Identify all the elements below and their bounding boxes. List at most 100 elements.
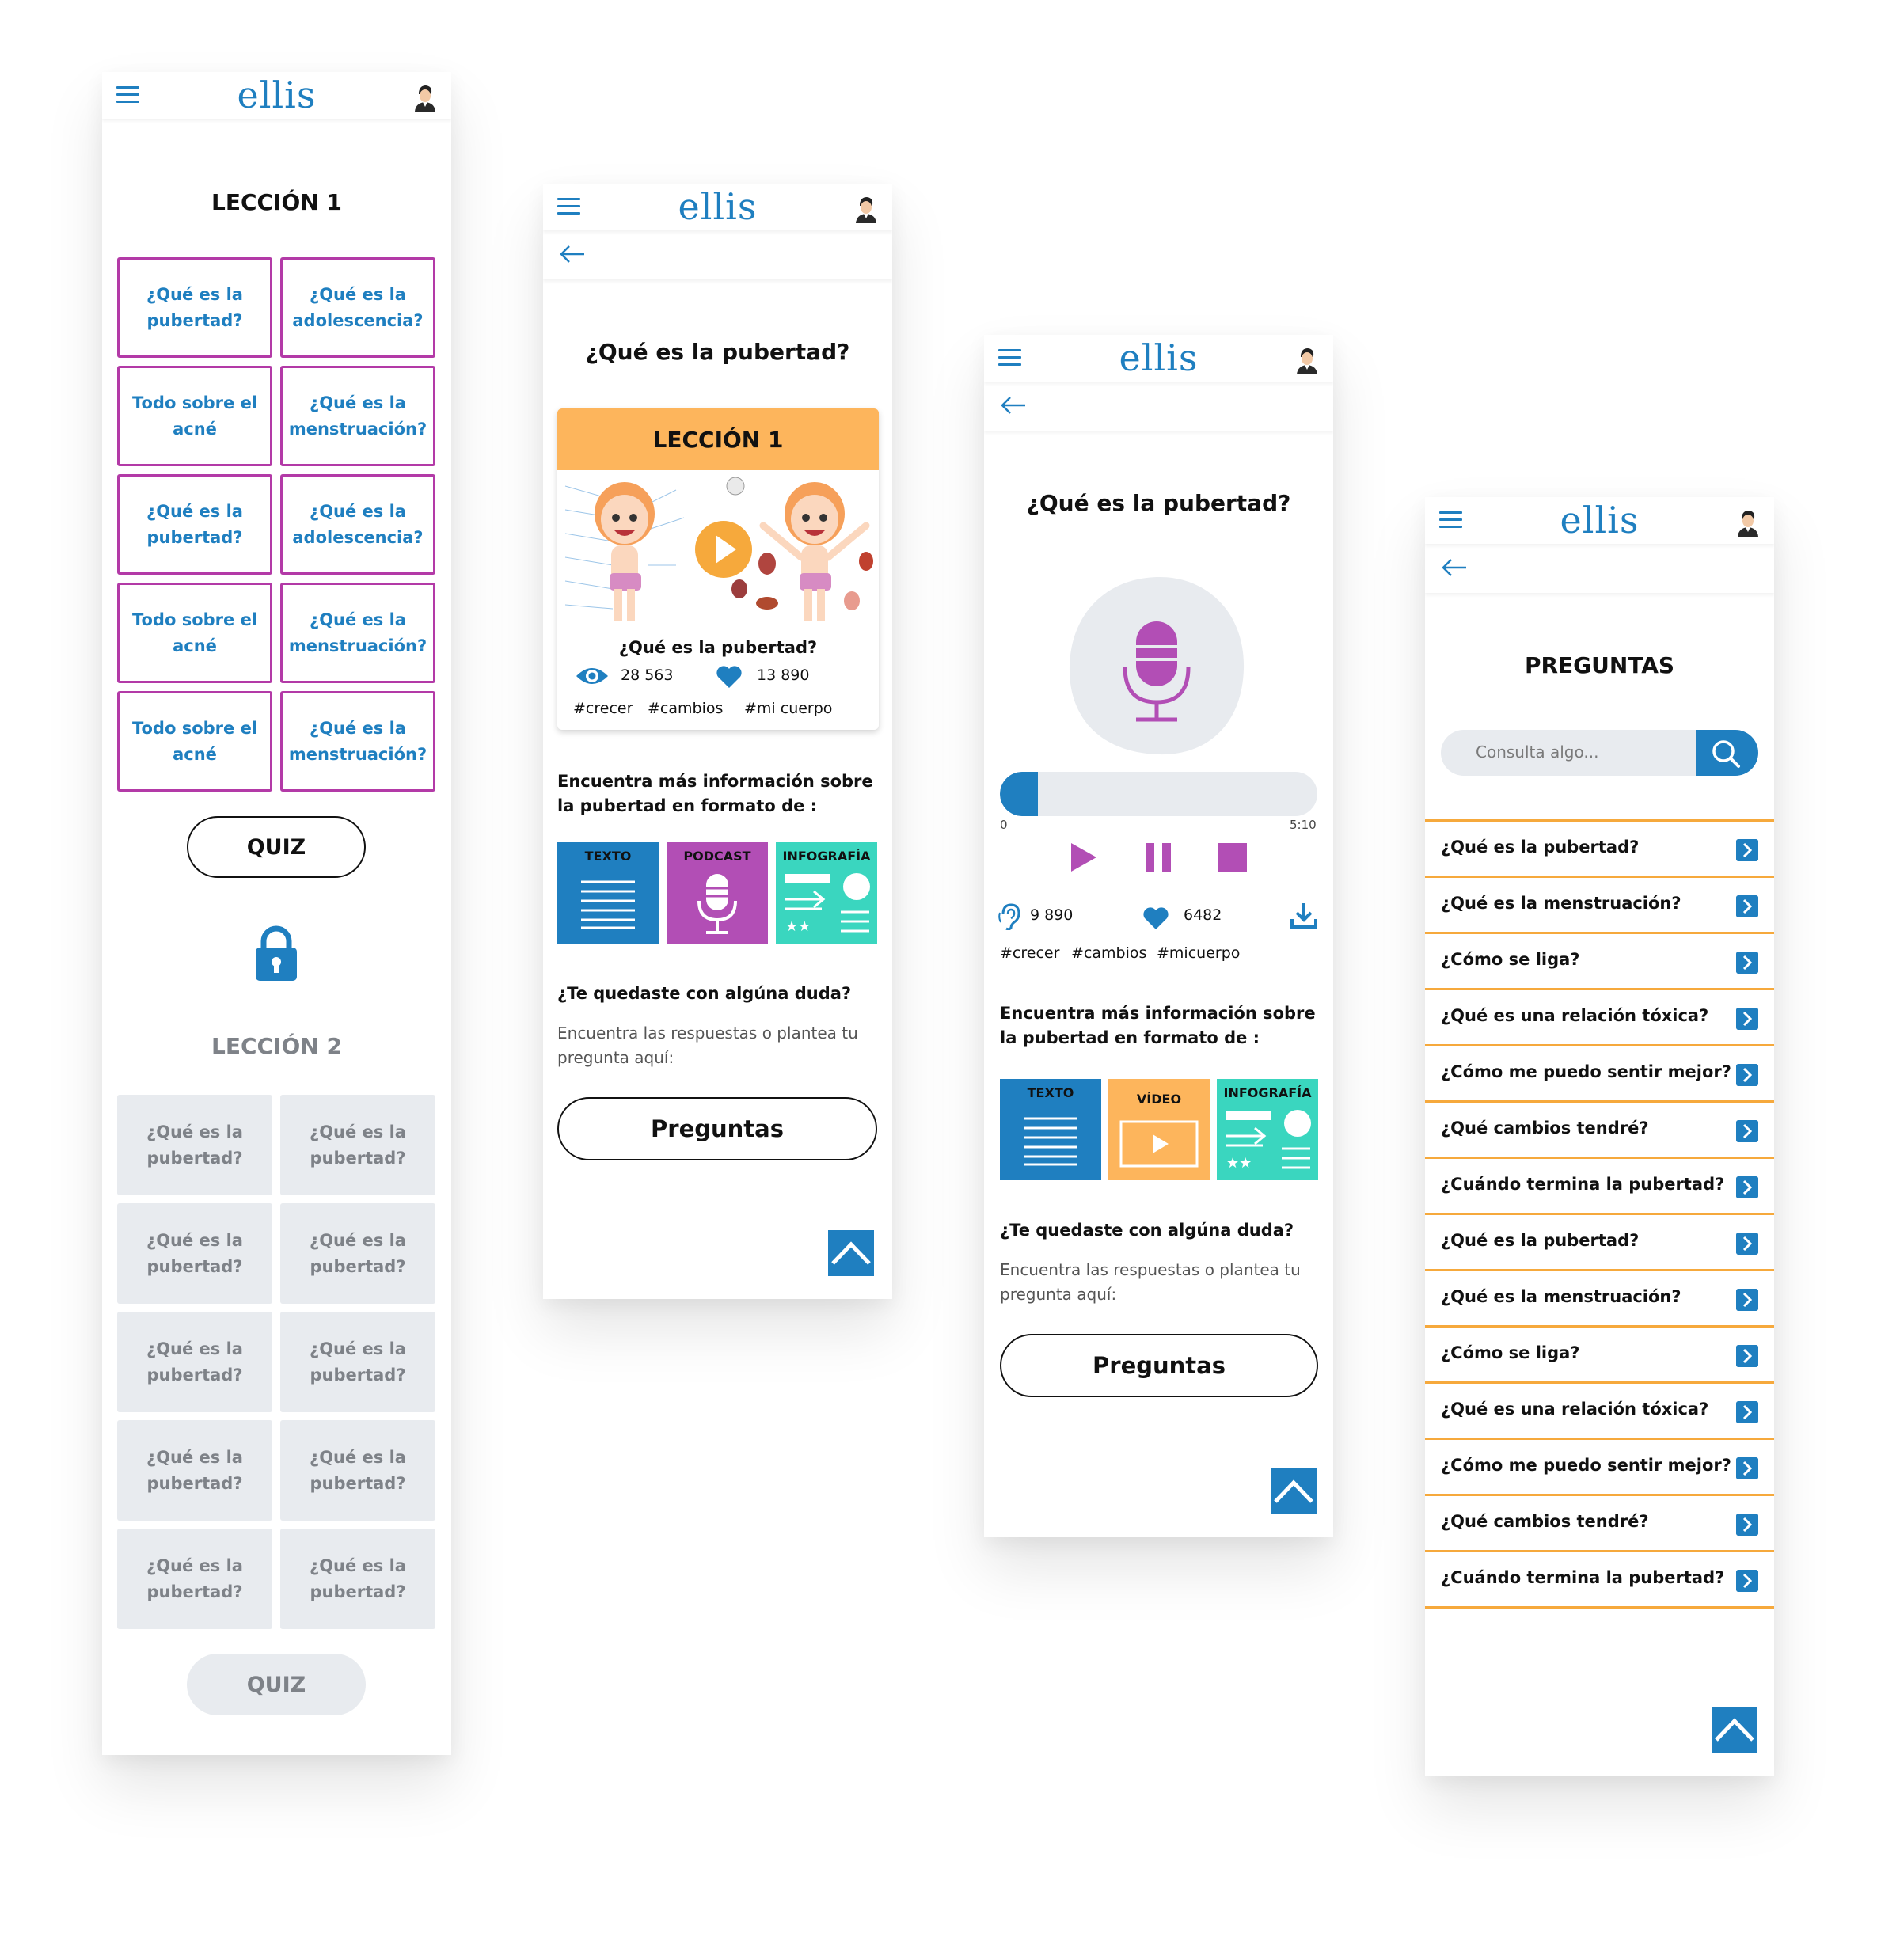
lesson-card-title: ¿Qué es la pubertad? [618,638,818,657]
question-label: ¿Qué es la menstruación? [1441,894,1682,913]
question-row[interactable]: ¿Qué es la menstruación? [1425,1271,1774,1328]
screen-questions: ellis PREGUNTAS Consulta algo... ¿Qué es… [1425,497,1774,1776]
infographic-icon: ★★ [1226,1110,1311,1172]
question-row[interactable]: ¿Qué es una relación tóxica? [1425,990,1774,1046]
format-podcast-button[interactable]: PODCAST [667,842,768,944]
tag[interactable]: #micuerpo [1157,944,1241,962]
user-avatar-icon[interactable] [1295,346,1319,374]
stop-icon[interactable] [1217,841,1248,873]
user-avatar-icon[interactable] [1736,508,1760,537]
eye-icon [576,668,608,684]
question-label: ¿Qué es una relación tóxica? [1441,1400,1709,1419]
lesson-tile[interactable]: ¿Qué es la pubertad? [117,474,272,575]
lesson-tile-locked: ¿Qué es la pubertad? [117,1312,272,1412]
lesson-tile-locked: ¿Qué es la pubertad? [117,1203,272,1304]
chevron-right-icon [1736,1176,1758,1198]
lesson-tile-locked: ¿Qué es la pubertad? [117,1095,272,1195]
format-label: INFOGRAFÍA [782,849,871,864]
format-label: INFOGRAFÍA [1223,1085,1312,1100]
quiz-button[interactable]: QUIZ [187,816,366,878]
question-row[interactable]: ¿Qué es la menstruación? [1425,878,1774,934]
chevron-right-icon [1736,952,1758,974]
lesson-card[interactable]: LECCIÓN 1 [557,408,879,730]
menu-icon[interactable] [116,86,139,103]
question-row[interactable]: ¿Cómo me puedo sentir mejor? [1425,1046,1774,1103]
back-arrow-icon[interactable] [1000,394,1027,416]
lesson-tile[interactable]: Todo sobre el acné [117,366,272,466]
menu-icon[interactable] [1439,511,1462,528]
back-arrow-icon[interactable] [559,243,586,265]
question-row[interactable]: ¿Cómo se liga? [1425,1328,1774,1384]
format-text-button[interactable]: TEXTO [557,842,659,944]
menu-icon[interactable] [998,349,1021,366]
question-row[interactable]: ¿Qué es la pubertad? [1425,822,1774,878]
tag[interactable]: #crecer [1000,944,1060,962]
screen-lessons: ellis LECCIÓN 1 ¿Qué es la pubertad?¿Qué… [102,72,451,1755]
chevron-right-icon [1736,1457,1758,1479]
question-label: ¿Cómo se liga? [1441,1343,1580,1362]
format-infographic-button[interactable]: INFOGRAFÍA ★★ [776,842,877,944]
heart-icon[interactable] [1142,906,1169,930]
app-logo: ellis [1560,499,1640,541]
text-lines-icon [581,880,635,929]
lesson-tile[interactable]: ¿Qué es la adolescencia? [280,257,435,358]
app-logo: ellis [1119,336,1199,379]
tag[interactable]: #cambios [648,700,724,717]
question-row[interactable]: ¿Qué es una relación tóxica? [1425,1384,1774,1440]
scroll-to-top-icon[interactable] [1712,1707,1758,1753]
lesson-tile-locked: ¿Qué es la pubertad? [280,1312,435,1412]
chevron-right-icon [1736,1514,1758,1536]
lesson-tile[interactable]: ¿Qué es la menstruación? [280,691,435,792]
question-row[interactable]: ¿Cómo me puedo sentir mejor? [1425,1440,1774,1496]
question-label: ¿Qué es la menstruación? [1441,1287,1682,1306]
lesson-tile[interactable]: ¿Qué es la menstruación? [280,366,435,466]
question-row[interactable]: ¿Cuándo termina la pubertad? [1425,1552,1774,1609]
lesson-tile[interactable]: ¿Qué es la menstruación? [280,583,435,683]
scroll-to-top-icon[interactable] [828,1230,874,1276]
format-infographic-button[interactable]: INFOGRAFÍA ★★ [1217,1079,1318,1180]
lesson-tile[interactable]: ¿Qué es la pubertad? [117,257,272,358]
audio-progress-bar[interactable] [1000,772,1317,816]
tag[interactable]: #mi cuerpo [744,700,833,717]
top-bar: ellis [1425,497,1774,544]
questions-button[interactable]: Preguntas [557,1097,877,1160]
tag[interactable]: #cambios [1071,944,1147,962]
scroll-to-top-icon[interactable] [1271,1468,1317,1514]
question-row[interactable]: ¿Cómo se liga? [1425,934,1774,990]
lesson-tile[interactable]: Todo sobre el acné [117,583,272,683]
format-label: PODCAST [683,849,751,864]
more-info-heading: Encuentra más información sobre la puber… [1000,1004,1316,1047]
format-text-button[interactable]: TEXTO [1000,1079,1101,1180]
question-label: ¿Qué cambios tendré? [1441,1512,1649,1531]
play-icon[interactable] [1070,841,1098,873]
user-avatar-icon[interactable] [854,195,878,223]
question-row[interactable]: ¿Qué cambios tendré? [1425,1103,1774,1159]
question-row[interactable]: ¿Cuándo termina la pubertad? [1425,1159,1774,1215]
menu-icon[interactable] [557,198,580,215]
listens-count: 9 890 [1030,906,1074,924]
download-icon[interactable] [1290,902,1318,930]
page-title: ¿Qué es la pubertad? [585,339,850,365]
chevron-right-icon [1736,1064,1758,1086]
tag[interactable]: #crecer [573,700,633,717]
chevron-right-icon [1736,1008,1758,1030]
question-row[interactable]: ¿Qué cambios tendré? [1425,1496,1774,1552]
app-logo: ellis [678,185,758,228]
search-button[interactable] [1696,730,1758,776]
format-label: VÍDEO [1136,1092,1182,1107]
lesson-tile-locked: ¿Qué es la pubertad? [280,1203,435,1304]
back-bar [984,382,1333,431]
heart-icon[interactable] [716,665,743,689]
lesson-tile-locked: ¿Qué es la pubertad? [280,1095,435,1195]
search-placeholder: Consulta algo... [1476,743,1599,762]
lesson-tile[interactable]: Todo sobre el acné [117,691,272,792]
top-bar: ellis [543,184,892,230]
search-input[interactable]: Consulta algo... [1441,730,1696,776]
pause-icon[interactable] [1146,841,1171,873]
user-avatar-icon[interactable] [413,83,437,112]
lesson-tile[interactable]: ¿Qué es la adolescencia? [280,474,435,575]
format-video-button[interactable]: VÍDEO [1108,1079,1210,1180]
questions-button[interactable]: Preguntas [1000,1334,1318,1397]
question-row[interactable]: ¿Qué es la pubertad? [1425,1215,1774,1271]
back-arrow-icon[interactable] [1441,556,1468,579]
